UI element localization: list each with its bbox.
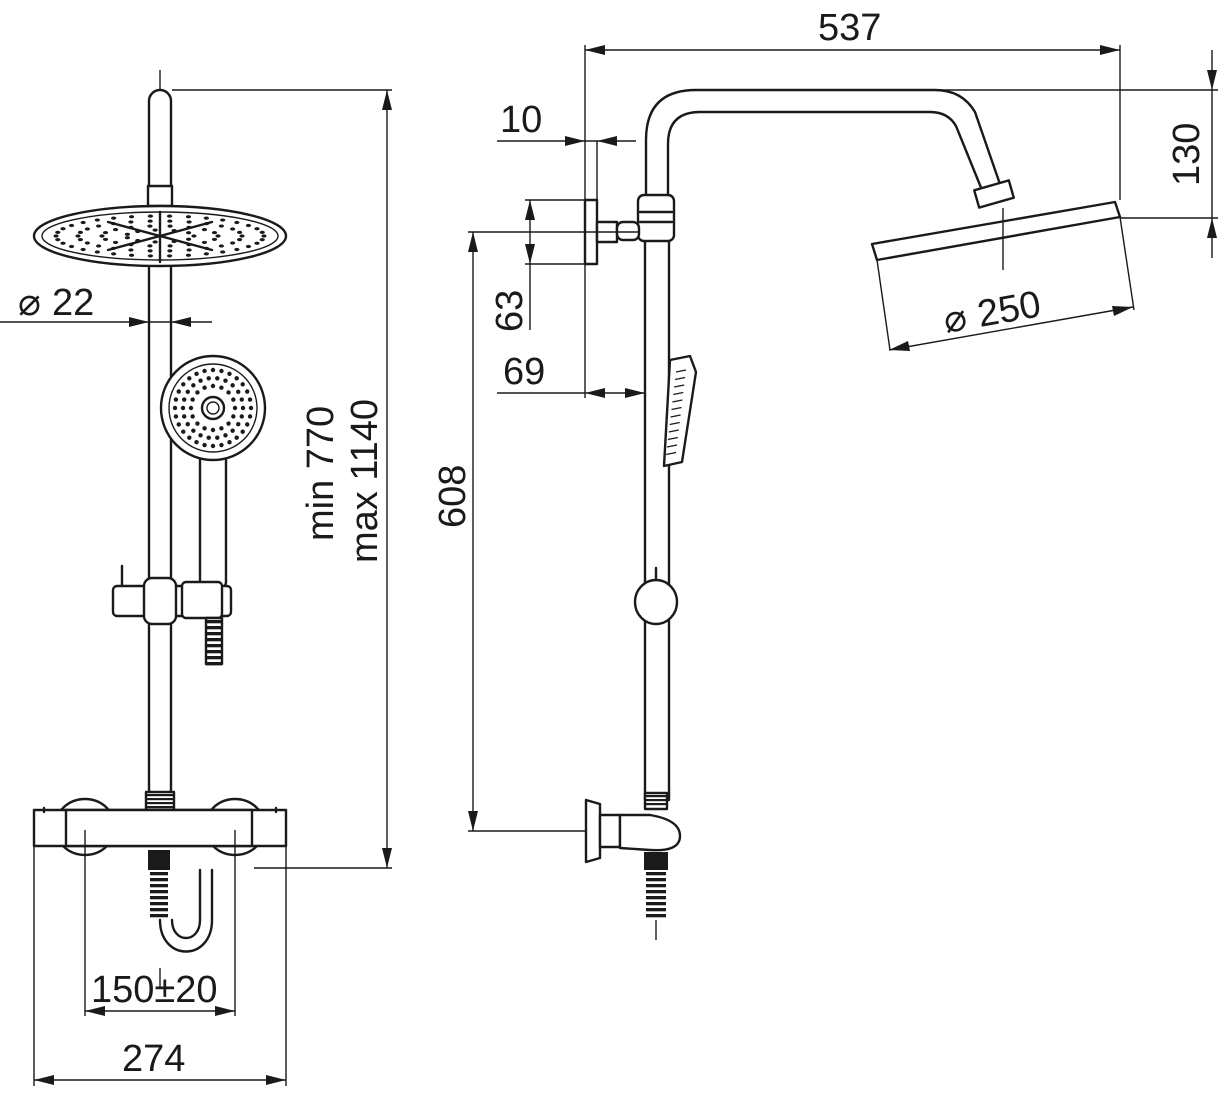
height-max-label: max 1140 xyxy=(344,399,386,563)
side-dimension-lines xyxy=(468,45,1218,940)
side-view: 537 10 63 69 130 608 ⌀ 250 xyxy=(432,7,1218,940)
riser-bar-side xyxy=(643,198,671,802)
height-608-label: 608 xyxy=(432,465,474,528)
front-dimension-lines xyxy=(0,70,392,1086)
mixer-side xyxy=(584,798,682,918)
drop-label: 130 xyxy=(1166,123,1208,186)
bar-diameter-symbol: ⌀ xyxy=(18,282,41,324)
overhead-head-side xyxy=(870,200,1122,262)
arm-offset-label: 10 xyxy=(500,99,542,141)
bar-offset-label: 69 xyxy=(503,351,545,393)
head-diameter-symbol: ⌀ xyxy=(940,297,970,342)
overall-width-label: 537 xyxy=(818,7,881,49)
hand-shower-side xyxy=(662,354,698,468)
hand-shower-nozzles xyxy=(172,367,254,449)
head-connector xyxy=(146,184,174,208)
hand-shower xyxy=(159,354,267,590)
slider-holder xyxy=(111,564,233,626)
thermostatic-mixer xyxy=(32,797,288,857)
overhead-shower-head xyxy=(32,204,288,268)
mixer-width-label: 274 xyxy=(122,1038,185,1080)
front-view: ⌀ 22 min 770 max 1140 150±20 274 xyxy=(0,70,392,1086)
height-min-label: min 770 xyxy=(300,406,342,541)
hand-hose xyxy=(204,616,224,666)
shower-arm xyxy=(644,88,1004,202)
head-nozzles xyxy=(53,214,267,258)
head-diameter-label: 250 xyxy=(974,283,1044,335)
slider-knob-side xyxy=(633,578,679,626)
wall-bracket-label: 63 xyxy=(489,290,531,332)
mixer-outlet xyxy=(148,850,214,953)
bar-diameter-label: 22 xyxy=(52,282,94,324)
inlet-spacing-label: 150±20 xyxy=(91,969,218,1011)
